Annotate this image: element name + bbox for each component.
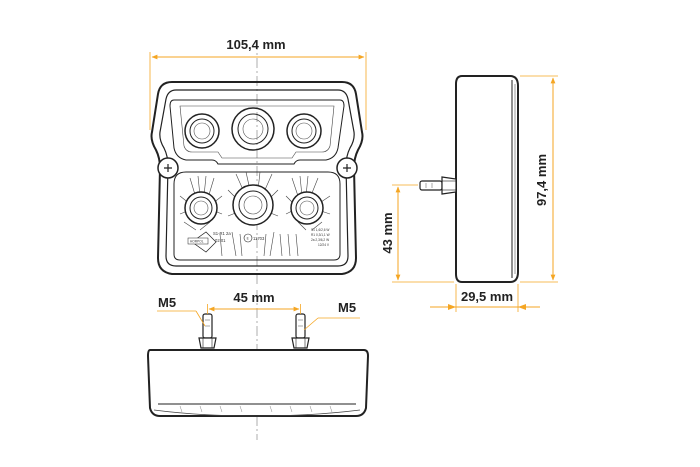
lower-led-center bbox=[232, 184, 274, 226]
bottom-view: 45 mm M5 M5 bbox=[146, 290, 370, 440]
bottom-fins bbox=[179, 405, 333, 413]
e-mark-circle bbox=[243, 233, 253, 243]
depth-arrow-right bbox=[518, 304, 526, 310]
bottom-body-lip bbox=[153, 409, 361, 417]
spec-line-1: S1 1,6/2,6 W bbox=[311, 228, 329, 232]
e-mark: E bbox=[247, 236, 249, 240]
spec-line-2: R1 0,3/1,1 W bbox=[311, 233, 330, 237]
stud-left bbox=[198, 313, 217, 349]
upper-lens-inner bbox=[179, 105, 335, 159]
brand-logo: HORPOL bbox=[187, 231, 217, 253]
mounting-hole-left bbox=[157, 157, 179, 179]
upper-led-center bbox=[231, 107, 275, 151]
spacing-dimension-label: 45 mm bbox=[233, 290, 274, 305]
bottom-body bbox=[146, 349, 370, 417]
side-body bbox=[455, 75, 519, 283]
side-view: 43 mm 97,4 mm 29,5 mm bbox=[380, 75, 558, 312]
spec-line-3: 2a 2,3/6,2 W bbox=[311, 238, 329, 242]
thread-label-right: M5 bbox=[338, 300, 356, 315]
side-stud bbox=[419, 176, 457, 195]
depth-dimension-label: 29,5 mm bbox=[461, 289, 513, 304]
spec-line-4: 12/24 V bbox=[318, 243, 330, 247]
stud-right bbox=[291, 313, 310, 349]
homologation-number: 11703 bbox=[253, 236, 265, 241]
depth-arrow-left bbox=[448, 304, 456, 310]
approval-numbers: 02 01 bbox=[215, 238, 226, 243]
lower-led-right bbox=[290, 191, 324, 225]
thread-label-left: M5 bbox=[158, 295, 176, 310]
lamp-inner-rim bbox=[159, 89, 355, 267]
lamp-housing bbox=[150, 81, 364, 275]
brand-text: HORPOL bbox=[190, 240, 204, 244]
front-view: HORPOL S1-R1 2a 02 01 E 11703 S1 1,6/2,6… bbox=[149, 37, 367, 285]
upper-lens-chamber bbox=[169, 99, 345, 165]
mounting-hole-right bbox=[336, 157, 358, 179]
lower-lens-chamber bbox=[173, 171, 341, 261]
upper-led-right bbox=[286, 113, 322, 149]
approval-code: S1-R1 2a bbox=[213, 231, 231, 236]
thread-leader-left-tip bbox=[195, 310, 206, 327]
height-dimension-label: 97,4 mm bbox=[534, 154, 549, 206]
lower-led-left bbox=[184, 191, 218, 225]
upper-led-left bbox=[184, 113, 220, 149]
width-dimension-label: 105,4 mm bbox=[226, 37, 285, 52]
thread-leader-right-tip bbox=[303, 317, 319, 331]
stud-height-label: 43 mm bbox=[380, 212, 395, 253]
